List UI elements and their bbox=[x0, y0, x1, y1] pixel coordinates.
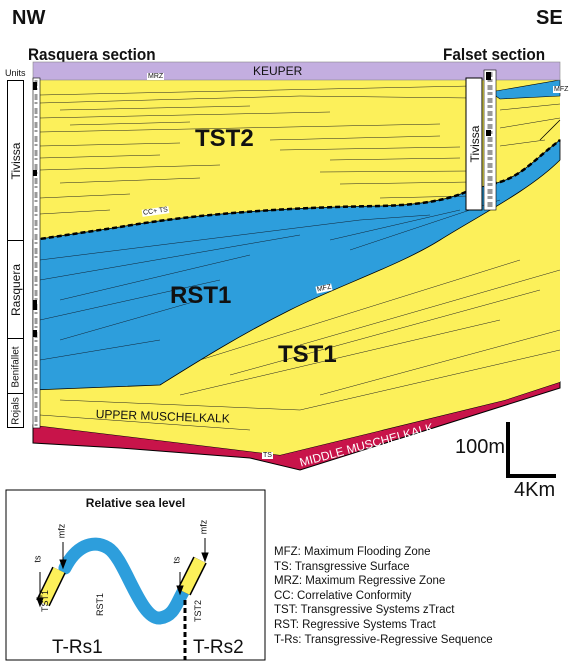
falset-log-column bbox=[483, 69, 497, 211]
abbreviation-legend: MFZ: Maximum Flooding Zone TS: Transgres… bbox=[274, 545, 493, 647]
legend-item: RST: Regressive Systems Tract bbox=[274, 618, 436, 631]
right-tivissa-label: Tivissa bbox=[468, 125, 482, 163]
legend-item: MRZ: Maximum Regressive Zone bbox=[274, 575, 446, 588]
sea-level-tst1: TST1 bbox=[40, 589, 50, 612]
legend-item: T-Rs: Transgressive-Regressive Sequence bbox=[274, 633, 493, 646]
legend-item: TST: Transgressive Systems zTract bbox=[274, 604, 455, 617]
rst1-layer bbox=[32, 139, 561, 391]
sequence-trs2: T-Rs2 bbox=[193, 637, 244, 658]
sea-level-ts-right: ts bbox=[171, 556, 182, 564]
ts-label: TS bbox=[262, 452, 273, 459]
tst1-stratal-lines bbox=[39, 259, 561, 431]
tst1-label: TST1 bbox=[278, 341, 337, 368]
sea-level-curve bbox=[58, 537, 190, 625]
sea-level-rst1: RST1 bbox=[95, 592, 105, 616]
se-label: SE bbox=[536, 7, 563, 29]
keuper-label: KEUPER bbox=[253, 64, 303, 78]
sea-level-arrows bbox=[36, 538, 209, 608]
sequence-trs1: T-Rs1 bbox=[52, 637, 103, 658]
keuper-band bbox=[32, 61, 561, 81]
legend-item: MFZ: Maximum Flooding Zone bbox=[274, 546, 431, 558]
horizontal-scale-label: 4Km bbox=[514, 479, 556, 501]
tst2-stratal-lines bbox=[39, 85, 561, 215]
right-tivissa-box bbox=[465, 77, 483, 211]
sea-level-tst2: TST2 bbox=[193, 599, 203, 622]
unit-rojals: Rojals bbox=[7, 393, 24, 428]
sea-level-ts-left: ts bbox=[32, 555, 43, 563]
right-tivissa-label-wrap: Tivissa bbox=[466, 78, 484, 210]
rasquera-log-column bbox=[32, 77, 41, 429]
vertical-scale-label: 100m bbox=[455, 436, 506, 458]
rst1-label: RST1 bbox=[170, 282, 232, 309]
sea-level-box bbox=[5, 489, 266, 661]
falset-section-title: Falset section bbox=[443, 45, 546, 64]
cc-ts-surface bbox=[32, 139, 561, 242]
units-label: Units bbox=[5, 68, 26, 78]
unit-tivissa: Tivissa bbox=[7, 80, 24, 242]
unit-benifallet: Benifallet bbox=[7, 338, 24, 395]
legend-item: CC: Correlative Conformity bbox=[274, 589, 412, 602]
unit-rasquera: Rasquera bbox=[7, 240, 24, 340]
sea-level-mfz-left: mfz bbox=[56, 523, 67, 539]
mfz-right-label: MFZ bbox=[553, 86, 570, 93]
nw-label: NW bbox=[12, 7, 46, 29]
tst2-label: TST2 bbox=[195, 125, 254, 152]
legend-item: TS: Transgressive Surface bbox=[274, 560, 410, 573]
rasquera-section-title: Rasquera section bbox=[28, 45, 156, 64]
sea-level-mfz-right: mfz bbox=[198, 519, 209, 535]
sea-level-title: Relative sea level bbox=[85, 496, 186, 510]
right-boundary bbox=[539, 119, 561, 141]
mrz-label: MRZ bbox=[147, 73, 165, 80]
mfz-wedge bbox=[489, 79, 561, 100]
scale-bars bbox=[506, 422, 556, 478]
